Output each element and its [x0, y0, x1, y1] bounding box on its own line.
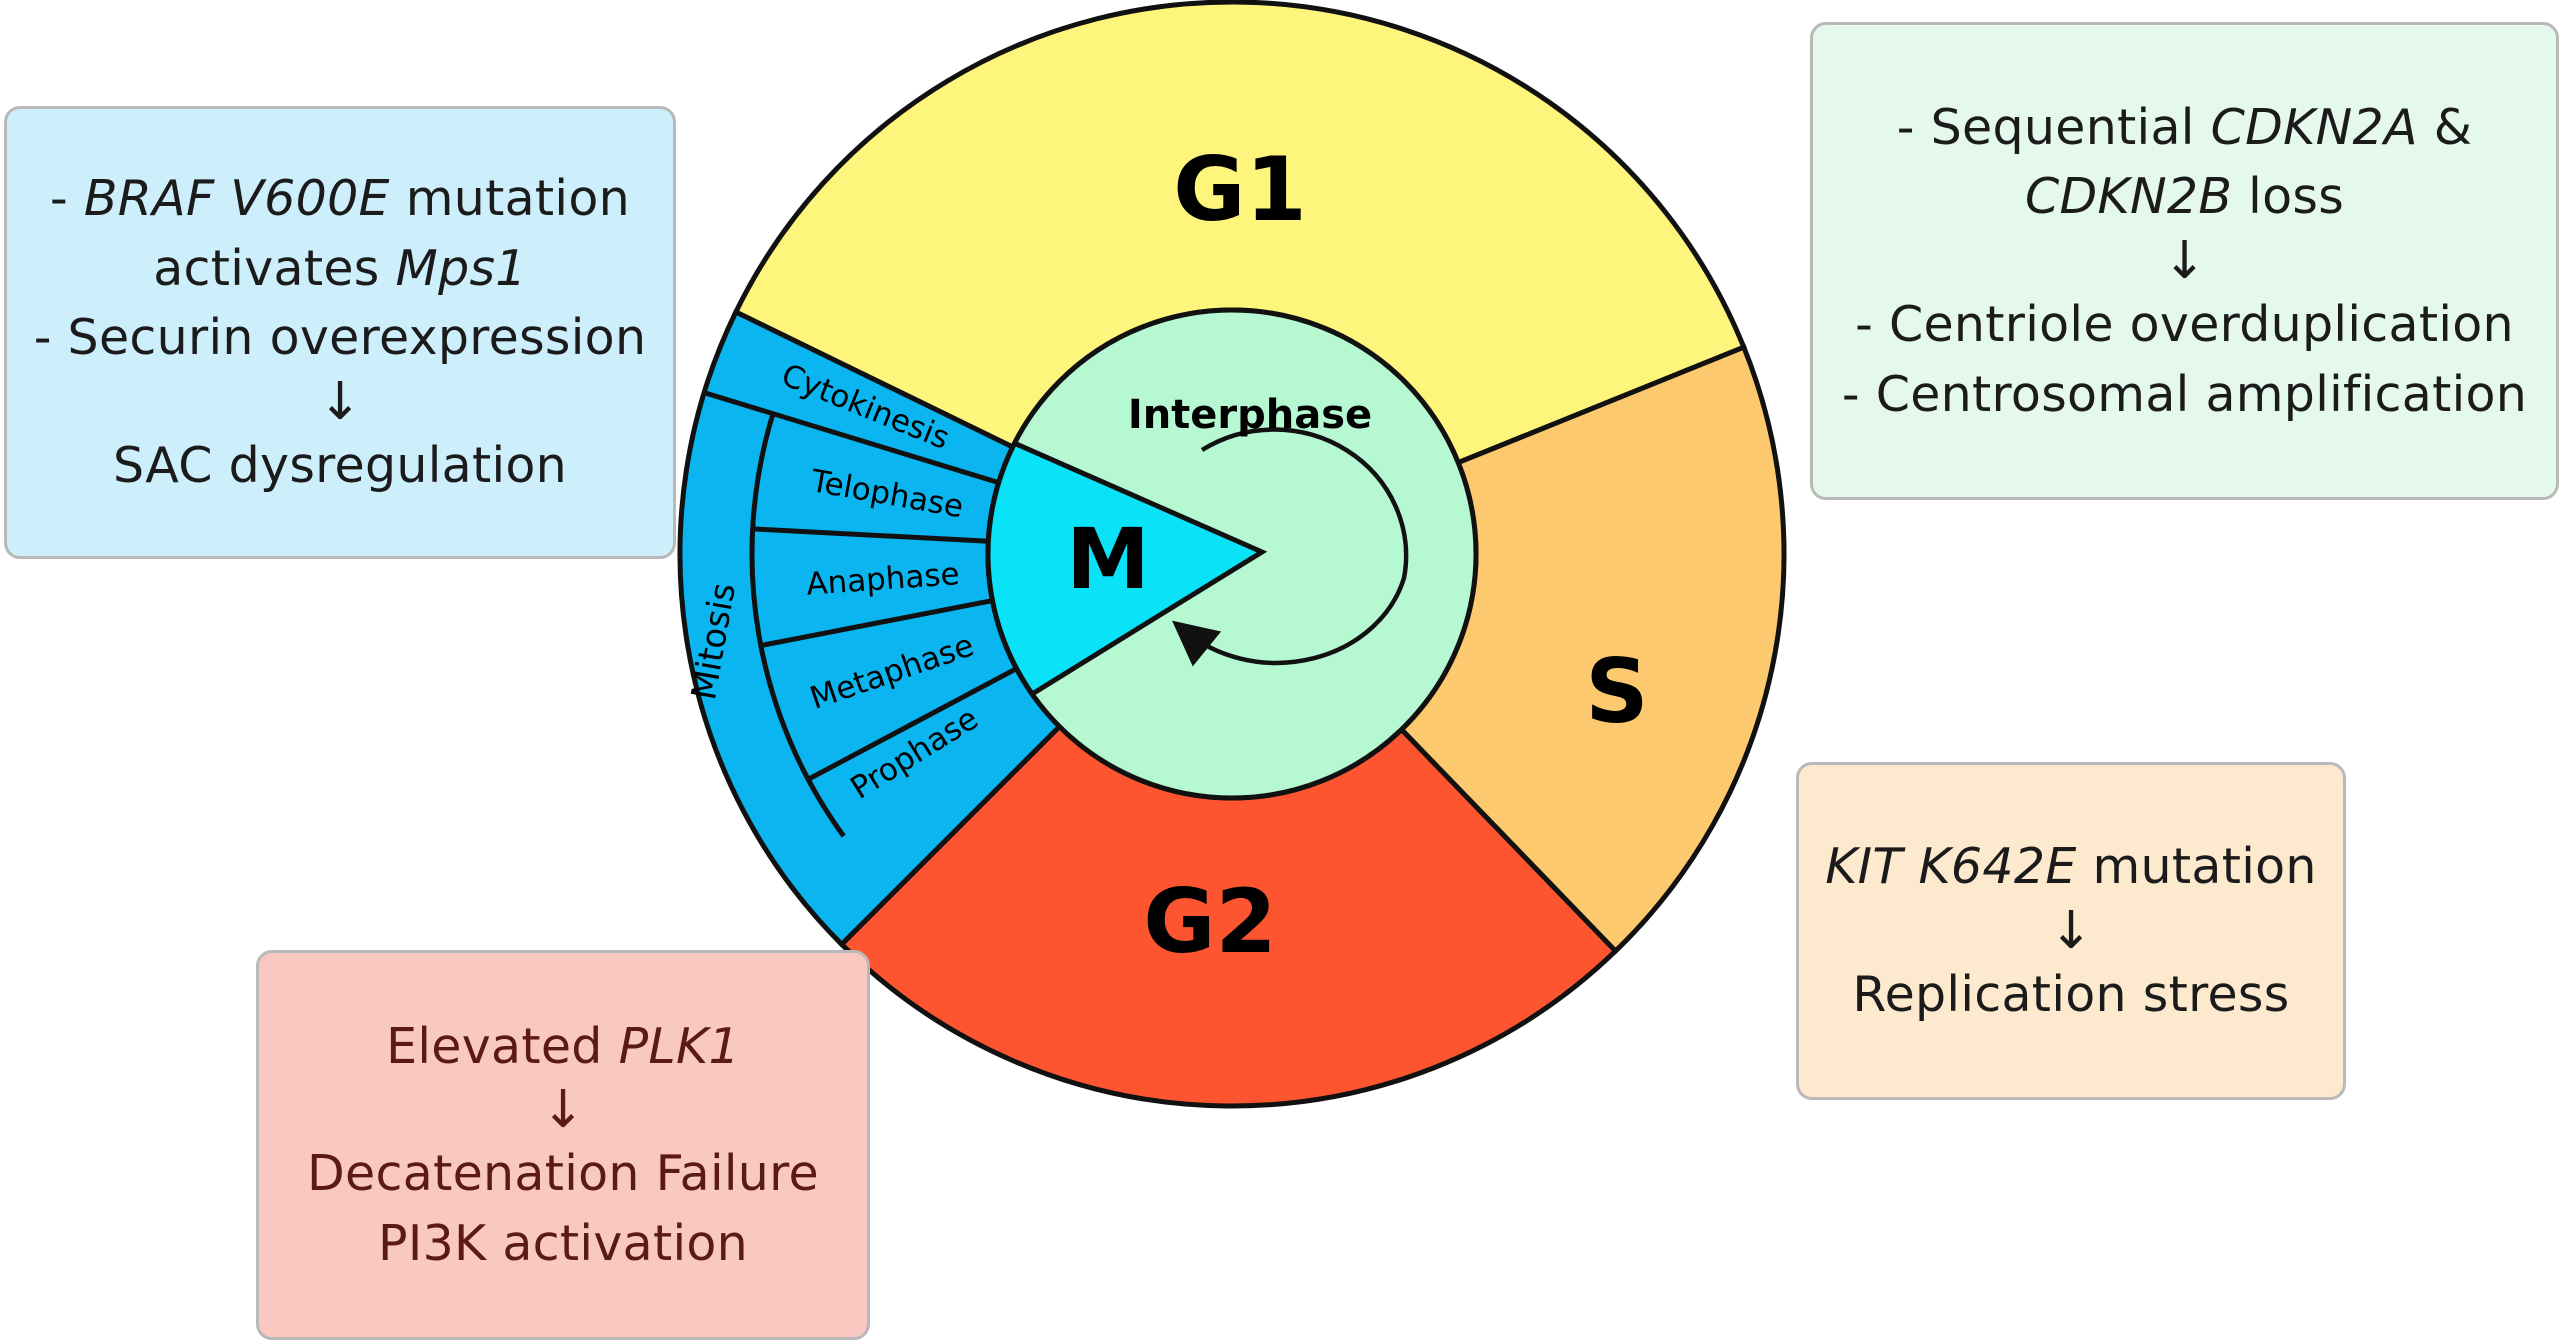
kit-line-1: KIT K642E mutation [1825, 838, 2317, 896]
down-arrow-icon: ↓ [541, 1080, 585, 1141]
mitosis-stage-divider [807, 666, 1018, 782]
down-arrow-icon: ↓ [2162, 230, 2207, 291]
plk-annotation-box: Elevated PLK1 ↓ Decatenation Failure PI3… [256, 950, 870, 1340]
braf-line-2: activates Mps1 [153, 239, 527, 297]
g2-label: G2 [1143, 870, 1276, 973]
braf-line-4: SAC dysregulation [112, 437, 568, 495]
cdkn-annotation-box: - Sequential CDKN2A & CDKN2B loss ↓ - Ce… [1810, 22, 2559, 500]
cycle-arrow-icon [1172, 427, 1409, 667]
mitosis-stage-divider [760, 598, 993, 649]
m-label: M [1066, 510, 1150, 608]
cdkn-line-4: - Centrosomal amplification [1841, 365, 2528, 423]
braf-line-3: - Securin overexpression [33, 309, 647, 367]
s-label: S [1585, 640, 1648, 743]
down-arrow-icon: ↓ [318, 371, 362, 432]
braf-annotation-box: - BRAF V600E mutation activates Mps1 - S… [4, 106, 676, 559]
cdkn-line-2: CDKN2B loss [2024, 168, 2345, 226]
kit-annotation-box: KIT K642E mutation ↓ Replication stress [1796, 762, 2346, 1100]
plk-line-3: PI3K activation [377, 1214, 749, 1272]
mitosis-stage-divider [703, 390, 1000, 486]
down-arrow-icon: ↓ [2049, 900, 2093, 961]
mitosis-stage-arc [749, 412, 846, 838]
interphase-label: Interphase [1128, 392, 1372, 438]
mitosis-stage-dividers [703, 390, 1018, 782]
cdkn-line-1: - Sequential CDKN2A & [1896, 98, 2473, 156]
plk-line-1: Elevated PLK1 [386, 1017, 740, 1075]
braf-line-1: - BRAF V600E mutation [50, 170, 630, 228]
plk-line-2: Decatenation Failure [307, 1145, 819, 1203]
m-phase-wedge [985, 439, 1268, 698]
g1-label: G1 [1173, 138, 1306, 241]
mitosis-stage-divider [752, 526, 989, 544]
cdkn-line-3: - Centriole overduplication [1855, 296, 2514, 354]
kit-line-2: Replication stress [1852, 966, 2290, 1024]
